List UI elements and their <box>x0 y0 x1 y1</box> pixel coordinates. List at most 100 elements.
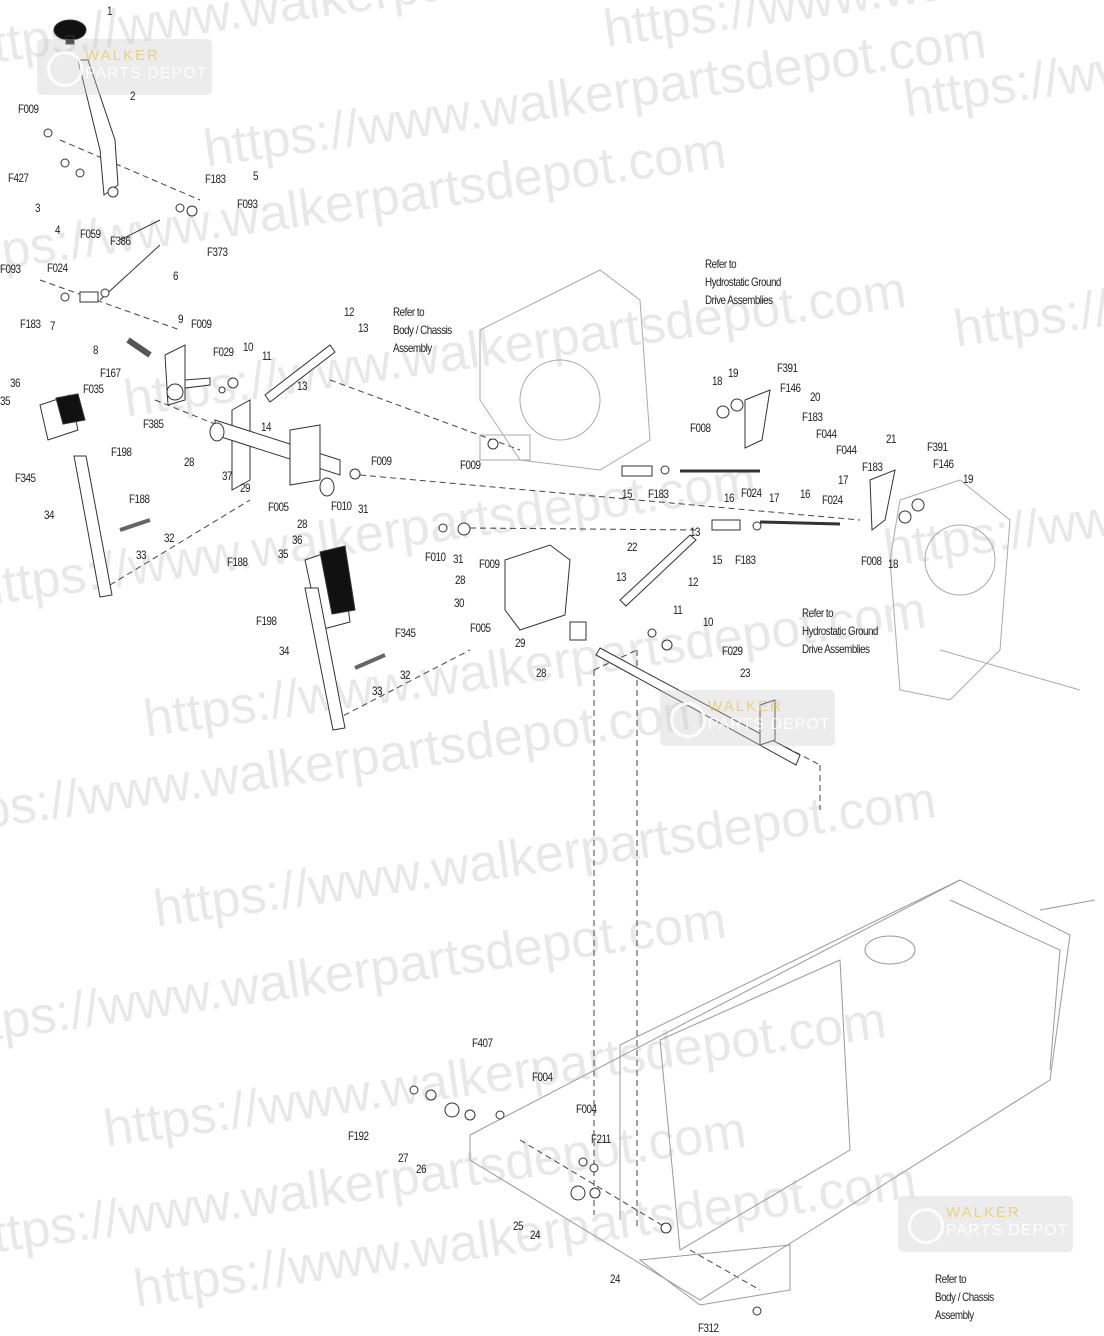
part-callout: F059 <box>80 227 101 241</box>
part-callout: 33 <box>372 684 382 698</box>
part-callout: 11 <box>262 349 272 363</box>
part-callout: F008 <box>861 554 882 568</box>
part-callout: 23 <box>740 666 750 680</box>
part-callout: 17 <box>838 473 848 487</box>
part-callout: F004 <box>576 1102 597 1116</box>
part-callout: 11 <box>673 603 683 617</box>
part-callout: 1 <box>107 4 112 18</box>
pedal-left <box>39 393 151 598</box>
part-callout: F005 <box>268 500 289 514</box>
part-callout: F183 <box>862 460 883 474</box>
part-callout: 28 <box>184 455 194 469</box>
part-callout: 12 <box>688 575 698 589</box>
part-callout: 19 <box>728 366 738 380</box>
part-callout: F211 <box>591 1132 611 1146</box>
part-callout: F009 <box>460 458 481 472</box>
part-callout: 6 <box>173 269 178 283</box>
part-callout: 24 <box>610 1272 620 1286</box>
part-callout: 28 <box>455 573 465 587</box>
part-callout: 22 <box>627 540 637 554</box>
part-callout: F009 <box>371 454 392 468</box>
part-callout: 35 <box>278 547 288 561</box>
part-callout: F312 <box>698 1321 719 1335</box>
part-callout: F391 <box>927 440 948 454</box>
control-lever <box>53 19 161 303</box>
part-callout: 18 <box>888 557 898 571</box>
part-callout: 29 <box>240 481 250 495</box>
part-callout: 8 <box>93 343 98 357</box>
part-callout: F024 <box>741 486 762 500</box>
chassis-frame <box>469 879 1096 1306</box>
part-callout: 37 <box>222 469 232 483</box>
part-callout: 7 <box>50 319 55 333</box>
part-callout: 13 <box>690 525 700 539</box>
part-callout: 13 <box>616 570 626 584</box>
part-callout: F146 <box>933 457 954 471</box>
part-callout: 25 <box>513 1219 523 1233</box>
part-callout: F198 <box>111 445 132 459</box>
part-callout: 24 <box>530 1228 540 1242</box>
part-callout: F029 <box>213 345 234 359</box>
part-callout: F009 <box>191 317 212 331</box>
part-callout: F407 <box>472 1036 493 1050</box>
part-callout: F029 <box>722 644 743 658</box>
part-callout: F183 <box>20 317 41 331</box>
part-callout: F198 <box>256 614 277 628</box>
part-callout: 28 <box>297 517 307 531</box>
part-callout: F167 <box>100 366 121 380</box>
part-callout: 27 <box>398 1151 408 1165</box>
part-callout: F188 <box>129 492 150 506</box>
part-callout: F009 <box>479 557 500 571</box>
part-callout: 13 <box>358 321 368 335</box>
part-callout: F183 <box>802 410 823 424</box>
part-callout: F183 <box>648 487 669 501</box>
part-callout: F192 <box>348 1129 369 1143</box>
part-callout: 34 <box>44 508 54 522</box>
part-callout: F183 <box>735 553 756 567</box>
part-callout: F385 <box>143 417 164 431</box>
part-callout: 9 <box>178 312 183 326</box>
part-callout: 30 <box>454 596 464 610</box>
part-callout: 35 <box>0 394 10 408</box>
part-callout: F183 <box>205 172 226 186</box>
part-callout: F373 <box>207 245 228 259</box>
part-callout: F345 <box>395 626 416 640</box>
lever-bracket <box>126 337 341 497</box>
part-callout: F391 <box>777 361 798 375</box>
part-callout: 28 <box>536 666 546 680</box>
part-callout: 31 <box>453 552 463 566</box>
part-callout: 14 <box>261 420 271 434</box>
part-callout: 4 <box>55 223 60 237</box>
hardware <box>43 128 762 1316</box>
part-callout: F188 <box>227 555 248 569</box>
part-callout: F345 <box>15 471 36 485</box>
part-callout: 15 <box>622 487 632 501</box>
part-callout: F024 <box>822 493 843 507</box>
hydrostatic-drive-units <box>479 269 1081 701</box>
part-callout: 36 <box>292 533 302 547</box>
part-callout: F005 <box>470 621 491 635</box>
part-callout: F010 <box>425 550 446 564</box>
part-callout: 20 <box>810 390 820 404</box>
part-callout: 31 <box>358 502 368 516</box>
part-callout: 12 <box>344 305 354 319</box>
part-callout: F093 <box>0 262 21 276</box>
part-callout: F044 <box>816 427 837 441</box>
part-callout: F093 <box>237 197 258 211</box>
part-callout: 5 <box>253 169 258 183</box>
part-callout: F386 <box>110 234 131 248</box>
part-callout: F004 <box>532 1070 553 1084</box>
part-callout: 29 <box>515 636 525 650</box>
part-callout: 34 <box>279 644 289 658</box>
part-callout: 16 <box>724 491 734 505</box>
part-callout: 26 <box>416 1162 426 1176</box>
part-callout: F008 <box>690 421 711 435</box>
